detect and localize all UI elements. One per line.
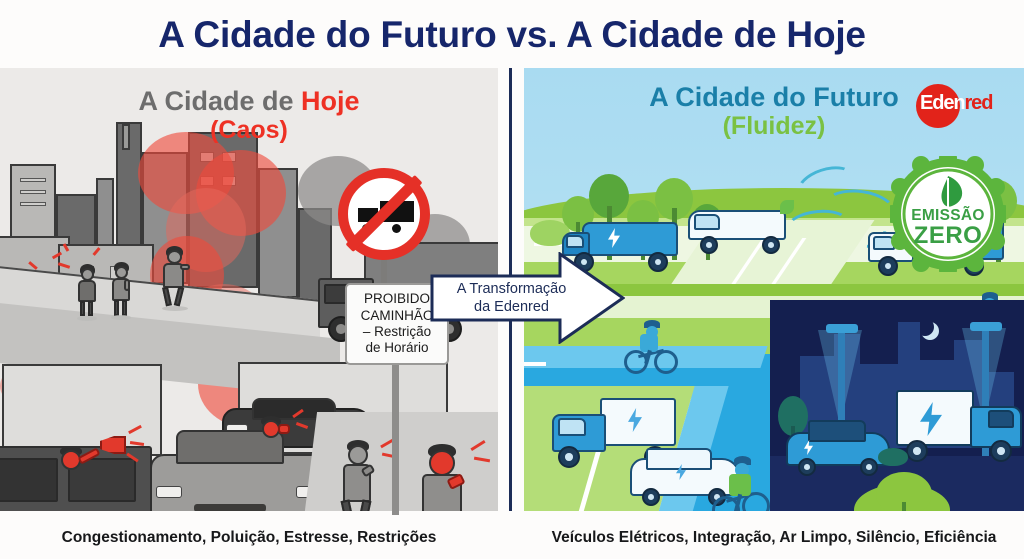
page-title: A Cidade do Futuro vs. A Cidade de Hoje bbox=[158, 14, 866, 55]
transformation-arrow bbox=[430, 251, 626, 345]
street-lamp-head bbox=[970, 322, 1002, 331]
street-lamp-head bbox=[826, 324, 858, 333]
badge-scallop bbox=[883, 149, 1013, 279]
logo-circle bbox=[916, 84, 960, 128]
sign-line-1: PROIBIDO bbox=[363, 291, 430, 307]
sign-line-3: – Restrição bbox=[362, 324, 432, 339]
driver-angry bbox=[258, 416, 292, 448]
sign-line-4: de Horário bbox=[365, 340, 429, 356]
transformation-label-line2: da Edenred bbox=[474, 299, 549, 316]
logo-name-red: red bbox=[964, 92, 994, 114]
leaf-icon bbox=[780, 200, 794, 214]
building-antenna bbox=[122, 124, 130, 150]
badge-line-1: EMISSÃO bbox=[911, 207, 985, 224]
van-white bbox=[684, 200, 794, 258]
bolt-icon bbox=[804, 440, 813, 455]
sign-pole bbox=[381, 258, 387, 288]
sign-board-pole bbox=[392, 365, 399, 515]
logo-name-white: Eden bbox=[920, 92, 966, 114]
tree bbox=[876, 472, 932, 511]
pedestrian bbox=[74, 264, 100, 321]
lane-arrow bbox=[524, 362, 546, 366]
transformation-label: A Transformação da Edenred bbox=[444, 280, 579, 316]
ev-truck-night bbox=[896, 390, 1024, 480]
megaphone-icon bbox=[100, 436, 126, 454]
pedestrian-coughing bbox=[338, 440, 380, 511]
bush-night bbox=[878, 448, 908, 466]
transformation-label-line1: A Transformação bbox=[456, 281, 567, 297]
pedestrian-coughing bbox=[418, 444, 474, 511]
leaf-icon bbox=[941, 176, 963, 207]
no-truck-icon bbox=[338, 168, 430, 260]
badge-line-2: ZERO bbox=[913, 221, 983, 249]
right-caption: Veículos Elétricos, Integração, Ar Limpo… bbox=[551, 529, 997, 546]
street-lamp bbox=[982, 326, 989, 464]
bolt-icon bbox=[676, 464, 686, 480]
cyclist bbox=[624, 320, 680, 376]
left-caption: Congestionamento, Poluição, Estresse, Re… bbox=[61, 529, 437, 546]
moon-icon bbox=[916, 318, 934, 336]
street-lamp bbox=[838, 328, 845, 464]
pedestrian bbox=[108, 262, 134, 320]
sign-line-2: CAMINHÃO bbox=[360, 307, 434, 323]
edenred-logo: Edenred bbox=[890, 84, 1010, 130]
driver-shouting bbox=[58, 446, 104, 486]
pedestrian-angry bbox=[160, 246, 192, 312]
ev-car-night bbox=[786, 418, 898, 476]
panel-city-future: A Cidade do Futuro (Fluidez) Edenred bbox=[524, 68, 1024, 511]
cyclist bbox=[712, 456, 778, 511]
emission-zero-badge: EMISSÃO ZERO bbox=[883, 149, 1013, 279]
